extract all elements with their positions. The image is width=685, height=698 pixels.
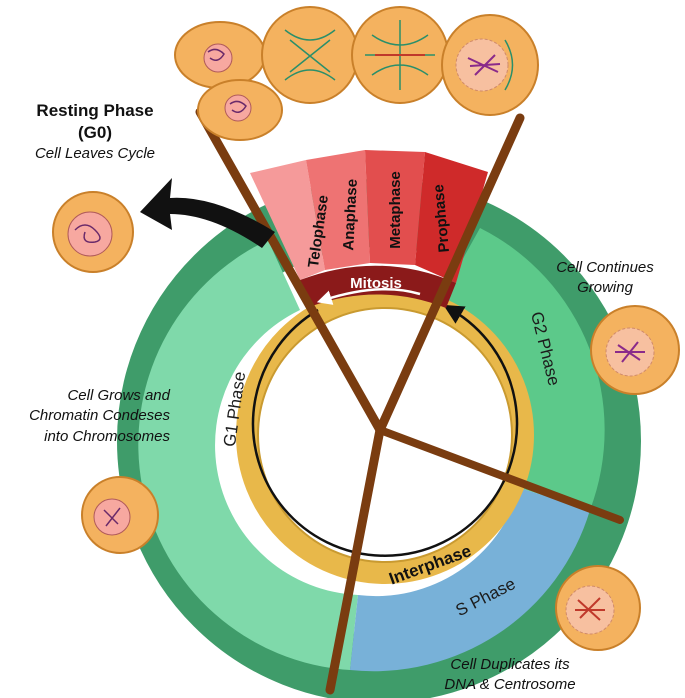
g1-phase-sector xyxy=(138,240,358,670)
prophase-segment xyxy=(415,152,488,283)
g1-annotation-line: Cell Grows and xyxy=(67,387,170,404)
resting-phase-subtitle: Cell Leaves Cycle xyxy=(34,145,156,163)
cell-telophase-illustration xyxy=(174,21,266,89)
interphase-arrow xyxy=(251,304,519,557)
mitosis-wedge xyxy=(250,150,488,308)
metaphase-segment xyxy=(365,150,425,265)
cell-prophase-illustration xyxy=(441,14,539,116)
s-annotation-line: Cell Duplicates its xyxy=(450,656,570,673)
g1-annotation: Cell Grows and Chromatin Condeses into C… xyxy=(0,386,170,447)
cell-anaphase-illustration xyxy=(261,6,359,104)
prophase-label: Prophase xyxy=(430,184,453,254)
telophase-segment xyxy=(250,160,325,280)
g1-annotation-line: Chromatin Condeses xyxy=(29,407,170,425)
resting-phase-code: (G0) xyxy=(78,123,112,143)
g2-phase-sector xyxy=(440,228,605,510)
outer-ring xyxy=(138,228,605,672)
cell-metaphase-illustration xyxy=(351,6,449,104)
cell-s-illustration xyxy=(555,565,641,651)
mitosis-label: Mitosis xyxy=(350,275,402,292)
resting-phase-title: Resting Phase xyxy=(36,101,154,120)
cell-g2-illustration xyxy=(590,305,680,395)
g2-annotation: Cell Continues Growing xyxy=(535,258,675,299)
branch-lines xyxy=(195,107,624,695)
resting-arrow xyxy=(140,178,275,248)
anaphase-label: Anaphase xyxy=(340,179,361,251)
s-phase-sector xyxy=(350,488,590,672)
s-annotation: Cell Duplicates its DNA & Centrosome xyxy=(430,655,590,696)
g2-annotation-line: Growing xyxy=(577,279,633,297)
metaphase-label: Metaphase xyxy=(387,171,404,249)
g1-annotation-line: into Chromosomes xyxy=(44,427,170,445)
cell-resting-illustration xyxy=(52,191,134,273)
anaphase-segment xyxy=(306,150,370,270)
cell-g1-illustration xyxy=(81,476,159,554)
s-annotation-line: DNA & Centrosome xyxy=(444,676,576,694)
resting-phase-annotation: Resting Phase (G0) Cell Leaves Cycle xyxy=(10,100,180,164)
g2-annotation-line: Cell Continues xyxy=(556,259,654,276)
mitosis-band xyxy=(300,265,456,308)
cell-telophase-illustration-lower xyxy=(197,79,283,141)
mitosis-arrow xyxy=(316,287,421,305)
